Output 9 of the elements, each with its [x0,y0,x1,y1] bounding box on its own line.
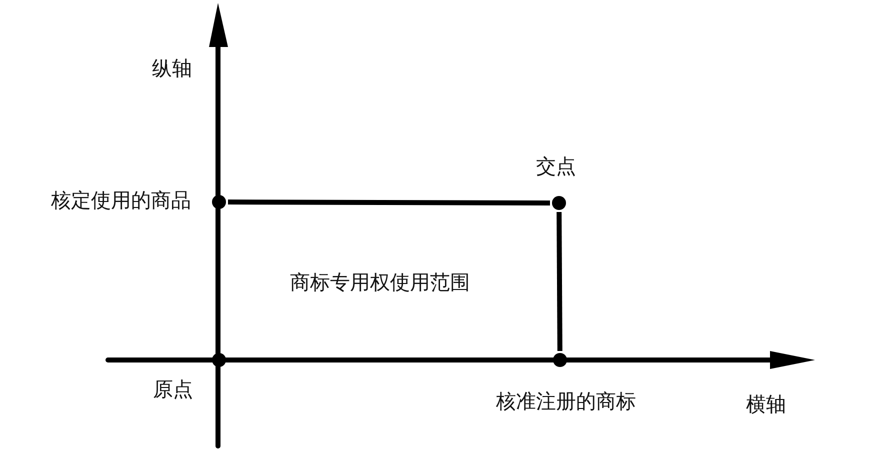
axis-label: 纵轴 [152,58,192,78]
region-label: 商标专用权使用范围 [290,272,470,292]
axis-label: 横轴 [746,394,786,414]
boundary-line [228,200,550,206]
point-label: 核准注册的商标 [496,391,636,411]
point-label: 原点 [153,379,193,399]
boundary-line [556,212,562,352]
point-label: 核定使用的商品 [51,190,191,210]
point-label: 交点 [536,156,576,176]
